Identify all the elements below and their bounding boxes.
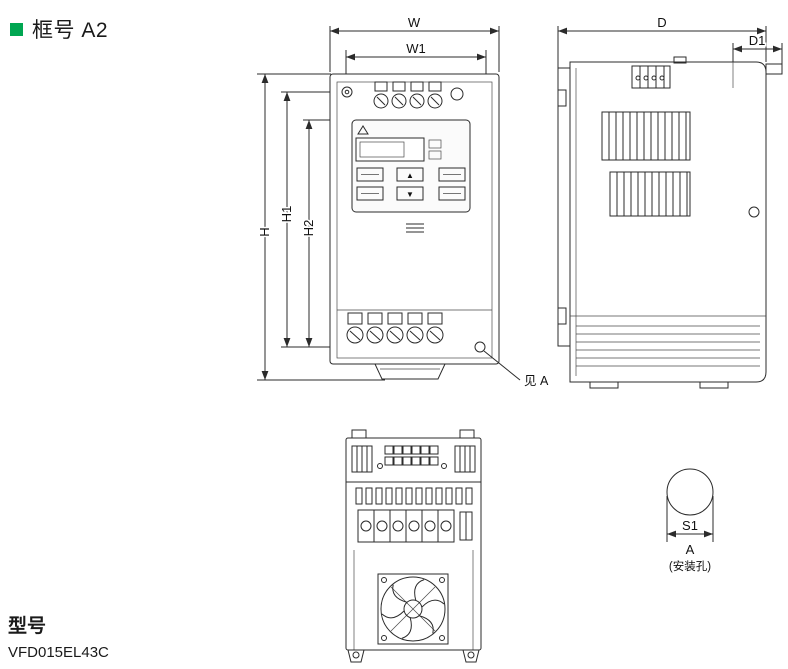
- see-a-label: 见 A: [524, 374, 549, 388]
- mounting-hole-circle: [666, 468, 714, 516]
- bottom-mounting-hole: [474, 341, 486, 353]
- dimension-h2: H2: [300, 119, 351, 347]
- model-label: 型号: [8, 616, 47, 637]
- keypad-button: [396, 186, 424, 201]
- side-view-drawing: D D1: [557, 14, 783, 389]
- side-body: [557, 61, 783, 383]
- bottom-view-drawing: [345, 429, 482, 663]
- bottom-body: [345, 437, 482, 651]
- cooling-fan: [377, 573, 449, 645]
- dim-label-s1: S1: [682, 518, 698, 533]
- dimension-w: W: [329, 14, 500, 72]
- model-section: 型号 VFD015EL43C: [8, 611, 109, 661]
- dim-label-d: D: [657, 15, 666, 30]
- front-top-terminals: [341, 81, 464, 109]
- top-mounting-hole: [450, 87, 464, 101]
- side-terminal-block: [631, 56, 687, 89]
- side-screw-hole: [748, 206, 760, 218]
- model-value: VFD015EL43C: [8, 644, 109, 661]
- dim-label-w: W: [408, 15, 421, 30]
- dimension-w1: W1: [345, 40, 487, 82]
- front-body: [329, 73, 500, 365]
- bottom-mounting-feet: [347, 649, 480, 663]
- keypad-down-icon: ▼: [406, 190, 414, 199]
- dim-label-h1: H1: [279, 206, 294, 223]
- keypad-button: [438, 167, 466, 182]
- bottom-terminal-block: [353, 509, 474, 650]
- bottom-top-tabs: [351, 429, 475, 439]
- dim-label-w1: W1: [406, 41, 426, 56]
- bottom-vent-slots: [355, 487, 473, 505]
- frame-size-title: 框号 A2: [32, 19, 109, 42]
- dim-label-h2: H2: [301, 220, 316, 237]
- dimension-d1: D1: [732, 32, 783, 86]
- front-cover-vent: [337, 223, 492, 311]
- dimension-h1: H1: [278, 91, 351, 348]
- bottom-connectors: [346, 445, 481, 483]
- keypad-display: [355, 137, 425, 162]
- see-a-callout: 见 A: [483, 350, 549, 388]
- side-mounting-plate: [557, 67, 571, 347]
- fan-blade: [421, 599, 445, 608]
- side-vent-slots-lower: [609, 171, 691, 217]
- keypad-button: [396, 167, 424, 182]
- side-top-clip: [765, 63, 783, 75]
- front-fan-cover: [374, 363, 446, 380]
- side-heatsink-fins: [570, 315, 766, 389]
- detail-note-label: (安装孔): [669, 559, 711, 573]
- keypad: ▲ ▼: [351, 119, 471, 213]
- dim-label-h: H: [257, 227, 272, 236]
- mounting-hole-detail: S1 A (安装孔): [666, 468, 714, 573]
- dim-label-d1: D1: [749, 33, 766, 48]
- keypad-button: [356, 186, 384, 201]
- dimension-h: H: [256, 73, 385, 381]
- green-square-bullet-icon: [10, 22, 23, 36]
- section-header: 框号 A2: [10, 14, 108, 44]
- detail-ref-label: A: [686, 542, 695, 557]
- keypad-button: [438, 186, 466, 201]
- front-bottom-terminals: [346, 312, 486, 353]
- keypad-button: [356, 167, 384, 182]
- delta-logo-icon: [357, 125, 369, 135]
- front-view-drawing: W W1 H H1 H2: [256, 14, 549, 389]
- keypad-up-icon: ▲: [406, 171, 414, 180]
- side-vent-slots-upper: [601, 111, 691, 161]
